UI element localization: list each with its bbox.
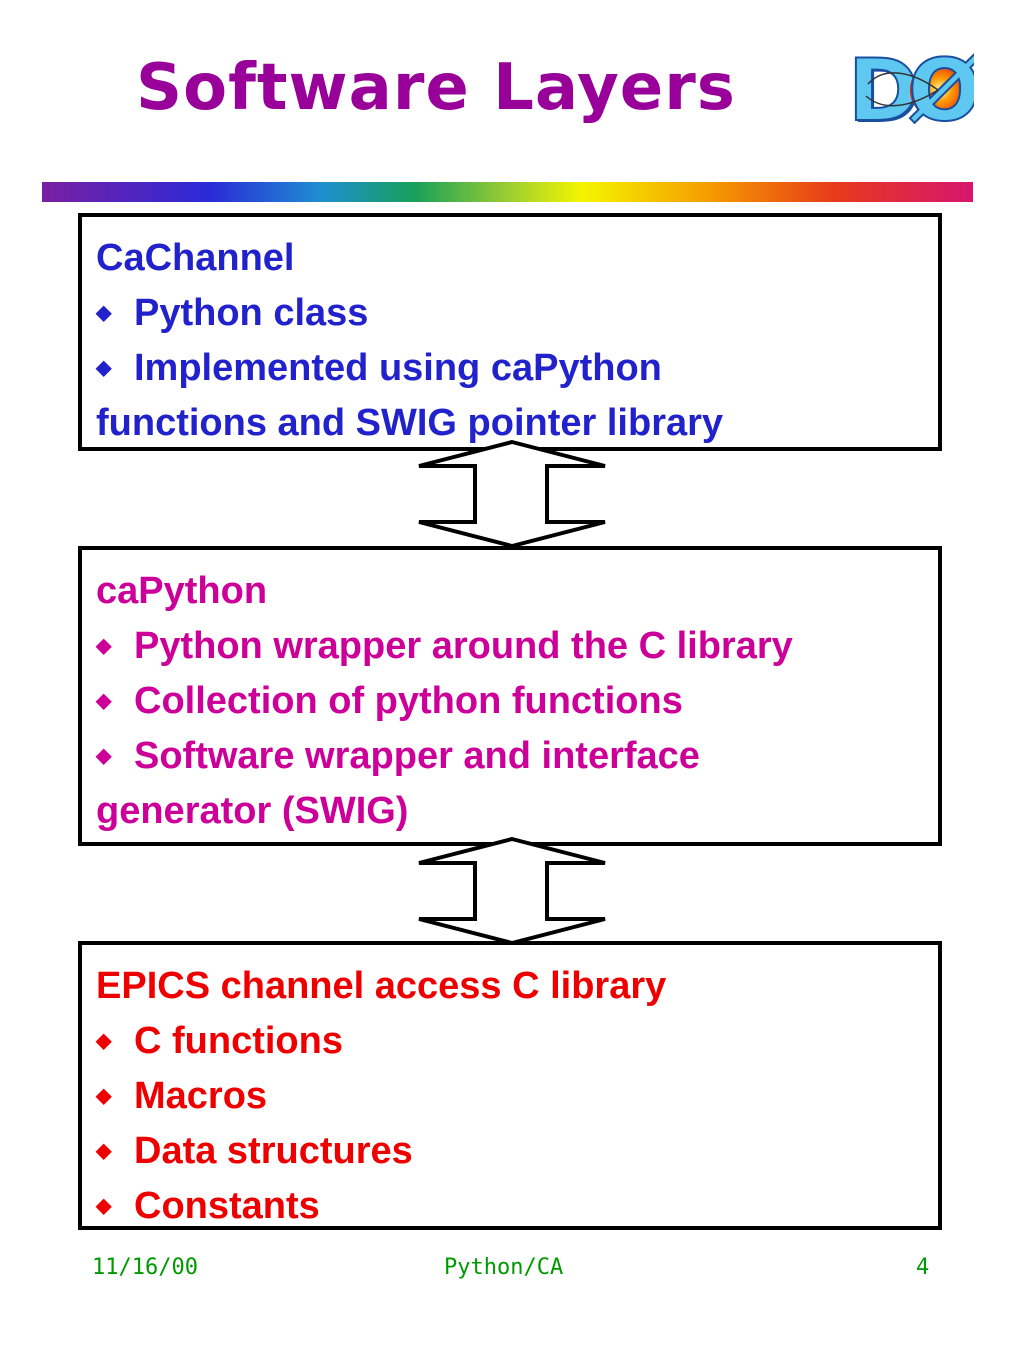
footer-date: 11/16/00 [92,1255,198,1280]
diamond-bullet-icon: ◆ [96,302,112,324]
diamond-bullet-icon: ◆ [96,1140,112,1162]
footer-page-number: 4 [916,1255,930,1280]
bullet-item: ◆ C functions [96,1014,938,1069]
slide-title: Software Layers [136,51,736,125]
bullet-item: ◆ Python wrapper around the C library [96,619,938,674]
diamond-bullet-icon: ◆ [96,1085,112,1107]
layer-heading: caPython [96,570,268,612]
bullet-item: ◆ Data structures [96,1124,938,1179]
bullet-text: Implemented using caPython [134,347,662,389]
bullet-text: Macros [134,1075,268,1117]
layer-box-cachannel: CaChannel ◆ Python class ◆ Implemented usi… [78,213,942,451]
layer-box-epics: EPICS channel access C library ◆ C functi… [78,941,942,1230]
bullet-text: Data structures [134,1130,413,1172]
bullet-item: ◆ Software wrapper and interface [96,729,938,784]
svg-text:Ø: Ø [908,44,974,134]
double-headed-arrow-icon [418,837,606,945]
layer-box-capython: caPython ◆ Python wrapper around the C li… [78,546,942,846]
bullet-text: Python class [134,292,369,334]
bullet-item: ◆ Constants [96,1179,938,1234]
d0-logo: D D Ø [847,44,974,134]
layer-heading: CaChannel [96,237,295,279]
diamond-bullet-icon: ◆ [96,690,112,712]
diamond-bullet-icon: ◆ [96,745,112,767]
diamond-bullet-icon: ◆ [96,1030,112,1052]
bullet-continuation: generator (SWIG) [96,790,409,832]
bullet-item: ◆ Implemented using caPython [96,341,938,396]
diamond-bullet-icon: ◆ [96,357,112,379]
layer-heading: EPICS channel access C library [96,965,667,1007]
bullet-item: ◆ Python class [96,286,938,341]
double-headed-arrow-icon [418,440,606,548]
bullet-item: ◆ Collection of python functions [96,674,938,729]
bullet-text: Collection of python functions [134,680,683,722]
diamond-bullet-icon: ◆ [96,635,112,657]
rainbow-divider [42,182,973,202]
svg-text:D: D [848,44,919,134]
bullet-continuation: functions and SWIG pointer library [96,402,724,444]
diamond-bullet-icon: ◆ [96,1195,112,1217]
bullet-item: ◆ Macros [96,1069,938,1124]
bullet-text: C functions [134,1020,343,1062]
bullet-text: Python wrapper around the C library [134,625,793,667]
bullet-text: Software wrapper and interface [134,735,700,777]
footer-title: Python/CA [444,1255,564,1280]
bullet-text: Constants [134,1185,320,1227]
svg-text:D: D [850,44,921,134]
